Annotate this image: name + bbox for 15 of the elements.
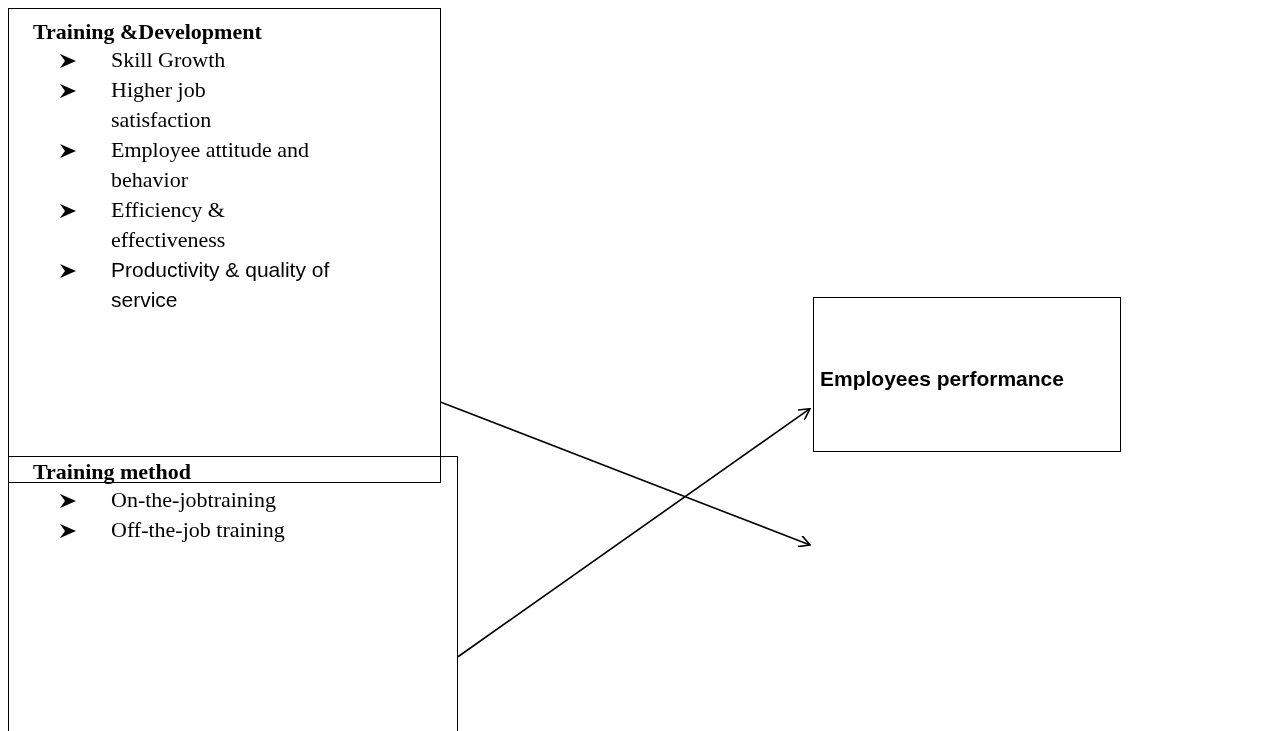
box-heading: Training &Development	[33, 18, 263, 46]
list-item-text: Employee attitude and behavior	[111, 136, 310, 194]
list-item-text: Productivity & quality of service	[111, 257, 331, 313]
list-item-text: Efficiency & effectiveness	[111, 196, 227, 254]
list-item-text: Higher job satisfaction	[111, 76, 213, 134]
list-item-text: On-the-jobtraining	[111, 486, 277, 514]
text-box	[813, 297, 1121, 452]
box-heading: Employees performance	[820, 366, 1065, 392]
text-box	[8, 456, 458, 731]
box-heading: Training method	[33, 458, 192, 486]
list-item-text: Off-the-job training	[111, 516, 286, 544]
arrow	[457, 407, 811, 658]
arrow	[440, 401, 811, 548]
list-item-text: Skill Growth	[111, 46, 227, 74]
text-box	[8, 8, 441, 483]
